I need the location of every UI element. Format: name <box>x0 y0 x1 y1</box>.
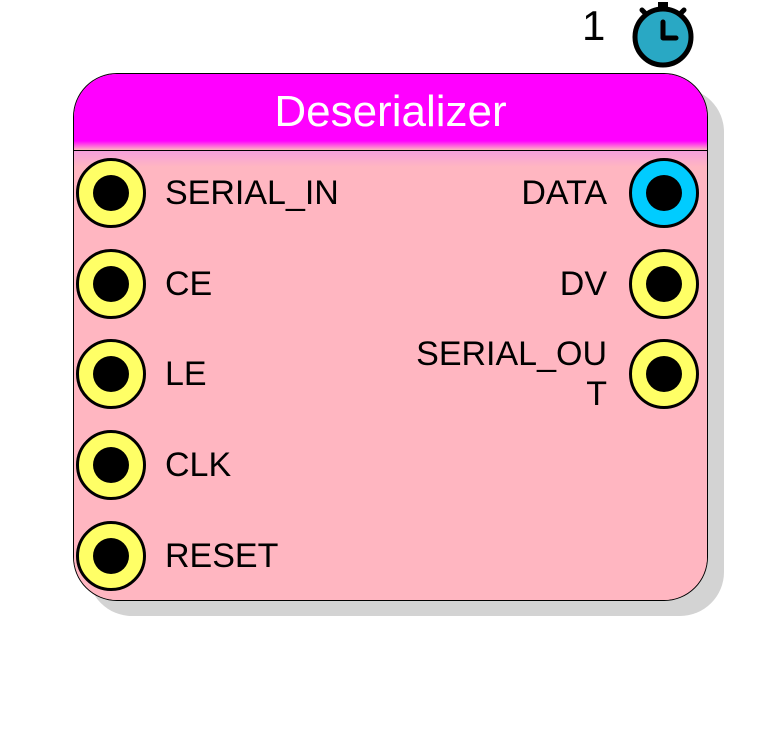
output-port-dv[interactable] <box>629 249 699 319</box>
input-label-reset: RESET <box>165 537 279 575</box>
block-title: Deserializer <box>274 87 507 136</box>
output-port-serial-out[interactable] <box>629 339 699 409</box>
input-port-le[interactable] <box>76 339 146 409</box>
stopwatch-icon[interactable] <box>628 0 698 68</box>
clock-count: 1 <box>582 2 606 49</box>
input-label-ce: CE <box>165 265 213 303</box>
output-label-serial-out: SERIAL_OUT <box>416 335 607 413</box>
input-label-serial-in: SERIAL_IN <box>165 174 339 212</box>
port-dot <box>646 266 682 302</box>
port-dot <box>646 175 682 211</box>
port-dot <box>93 538 129 574</box>
input-label-clk: CLK <box>165 446 232 484</box>
output-label-dv: DV <box>559 265 607 303</box>
output-label-data: DATA <box>521 174 607 212</box>
input-label-le: LE <box>165 355 207 393</box>
port-dot <box>93 175 129 211</box>
port-dot <box>646 356 682 392</box>
port-dot <box>93 447 129 483</box>
output-port-data[interactable] <box>629 158 699 228</box>
input-port-ce[interactable] <box>76 249 146 319</box>
input-port-reset[interactable] <box>76 521 146 591</box>
block-body <box>74 151 707 600</box>
deserializer-block[interactable]: Deserializer <box>73 73 708 601</box>
input-port-serial-in[interactable] <box>76 158 146 228</box>
port-dot <box>93 266 129 302</box>
input-port-clk[interactable] <box>76 430 146 500</box>
block-header: Deserializer <box>74 74 707 151</box>
port-dot <box>93 356 129 392</box>
